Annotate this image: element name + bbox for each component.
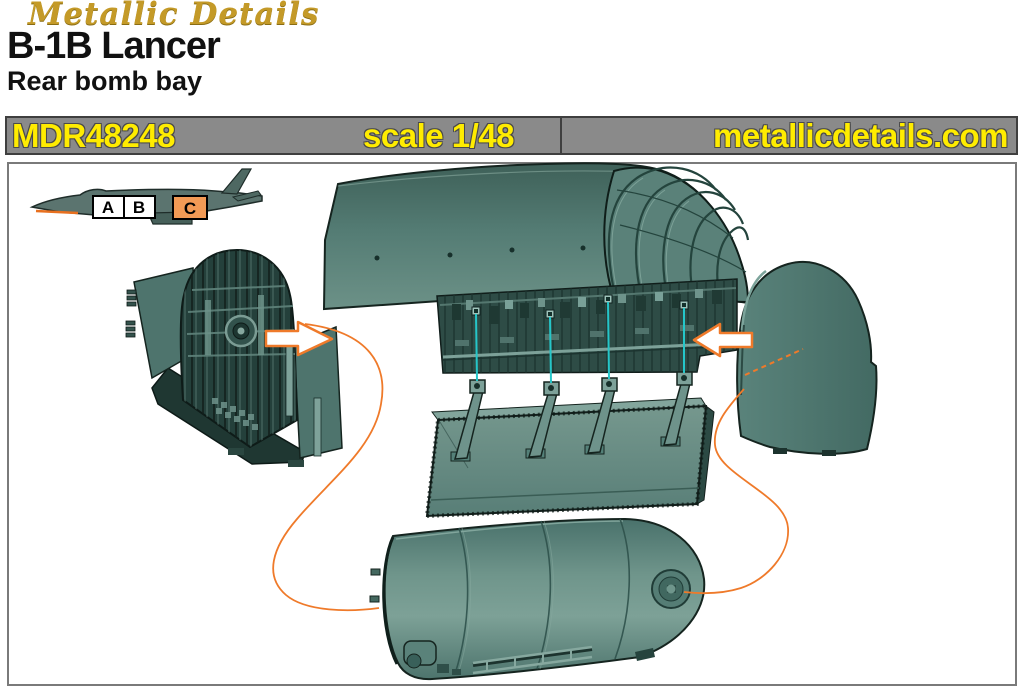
brand-logo: Metallic Details [28, 0, 320, 32]
alignment-dashed-line [744, 348, 804, 376]
tailplane [231, 190, 262, 202]
hinge-leader-lines [475, 301, 685, 384]
bay-label-a: A [102, 198, 114, 217]
scale-label: scale 1/48 [363, 117, 514, 154]
diagram-panel: A B C [7, 162, 1017, 686]
exploded-parts-diagram: A B C [29, 162, 878, 681]
arrow-right-icon [264, 320, 334, 357]
bay-label-c: C [184, 199, 196, 218]
sidewall-greebles [452, 289, 722, 346]
flow-line-left [272, 323, 384, 612]
page-subtitle: Rear bomb bay [7, 66, 203, 96]
forward-bulkhead [125, 248, 343, 467]
product-code-bar: MDR48248 scale 1/48 [5, 116, 562, 155]
bomb-bay-door-with-hinges [424, 371, 715, 519]
bay-label-b: B [133, 198, 145, 217]
assembly-flow-lines [272, 323, 804, 612]
vertical-fin [220, 168, 253, 195]
aircraft-side-profile-locator: A B C [29, 168, 263, 225]
product-code: MDR48248 [12, 117, 175, 154]
auxiliary-fuel-tank [369, 517, 706, 681]
tank-ladder-rail [472, 645, 593, 675]
flow-line-right [683, 388, 789, 595]
nose-highlight [35, 209, 79, 215]
bomb-bay-roof-shell [322, 162, 750, 374]
bay-box-b [123, 195, 156, 219]
arrow-left-icon [692, 322, 754, 358]
door-hinge-arms [450, 371, 693, 462]
bay-box-c-highlighted [172, 195, 208, 220]
website-url: metallicdetails.com [713, 117, 1008, 154]
rear-bulkhead-dome [736, 260, 878, 455]
page-title: B-1B Lancer [7, 25, 221, 67]
bulkhead-waffle-detail [212, 398, 258, 430]
rear-bulkhead [736, 260, 878, 456]
website-bar: metallicdetails.com [560, 116, 1018, 155]
